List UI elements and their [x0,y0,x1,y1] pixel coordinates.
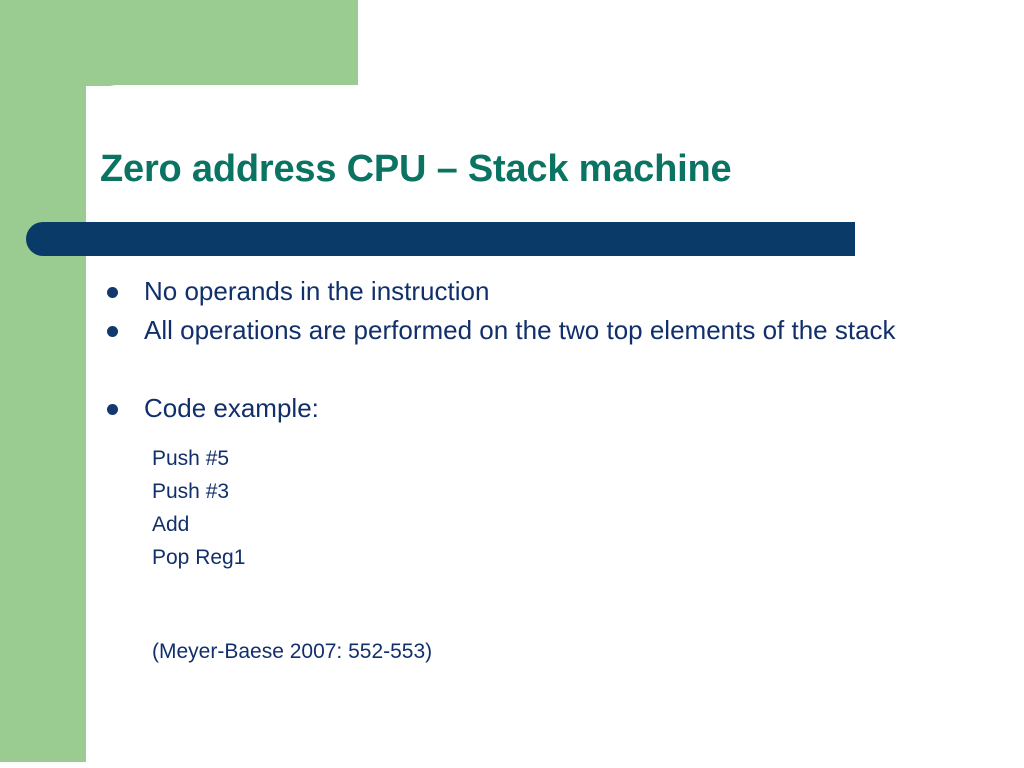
slide-body: No operands in the instruction All opera… [100,272,900,666]
bullet-item-1: No operands in the instruction [100,272,900,311]
bullet-item-1-label: No operands in the instruction [144,276,490,306]
navy-title-underline-bar [26,222,855,256]
code-example-block: Push #5 Push #3 Add Pop Reg1 [100,442,900,574]
code-line-3: Add [152,513,190,536]
green-top-block-decoration [0,0,358,86]
blank-line-spacer [100,350,900,389]
code-line-2: Push #3 [152,480,230,503]
bullet-dot-icon [107,326,118,337]
bullet-item-2: All operations are performed on the two … [100,311,900,350]
bullet-item-3-label: Code example: [144,393,319,423]
bullet-dot-icon [107,404,118,415]
bullet-dot-icon [107,287,118,298]
bullet-item-2-label: All operations are performed on the two … [144,315,896,345]
white-content-panel [86,85,1024,768]
slide-title: Zero address CPU – Stack machine [100,148,732,190]
green-sidebar-decoration [0,0,86,762]
bullet-item-3: Code example: [100,389,900,428]
code-line-4: Pop Reg1 [152,546,246,569]
code-line-1: Push #5 [152,447,230,470]
citation-reference: (Meyer-Baese 2007: 552-553) [152,640,433,663]
